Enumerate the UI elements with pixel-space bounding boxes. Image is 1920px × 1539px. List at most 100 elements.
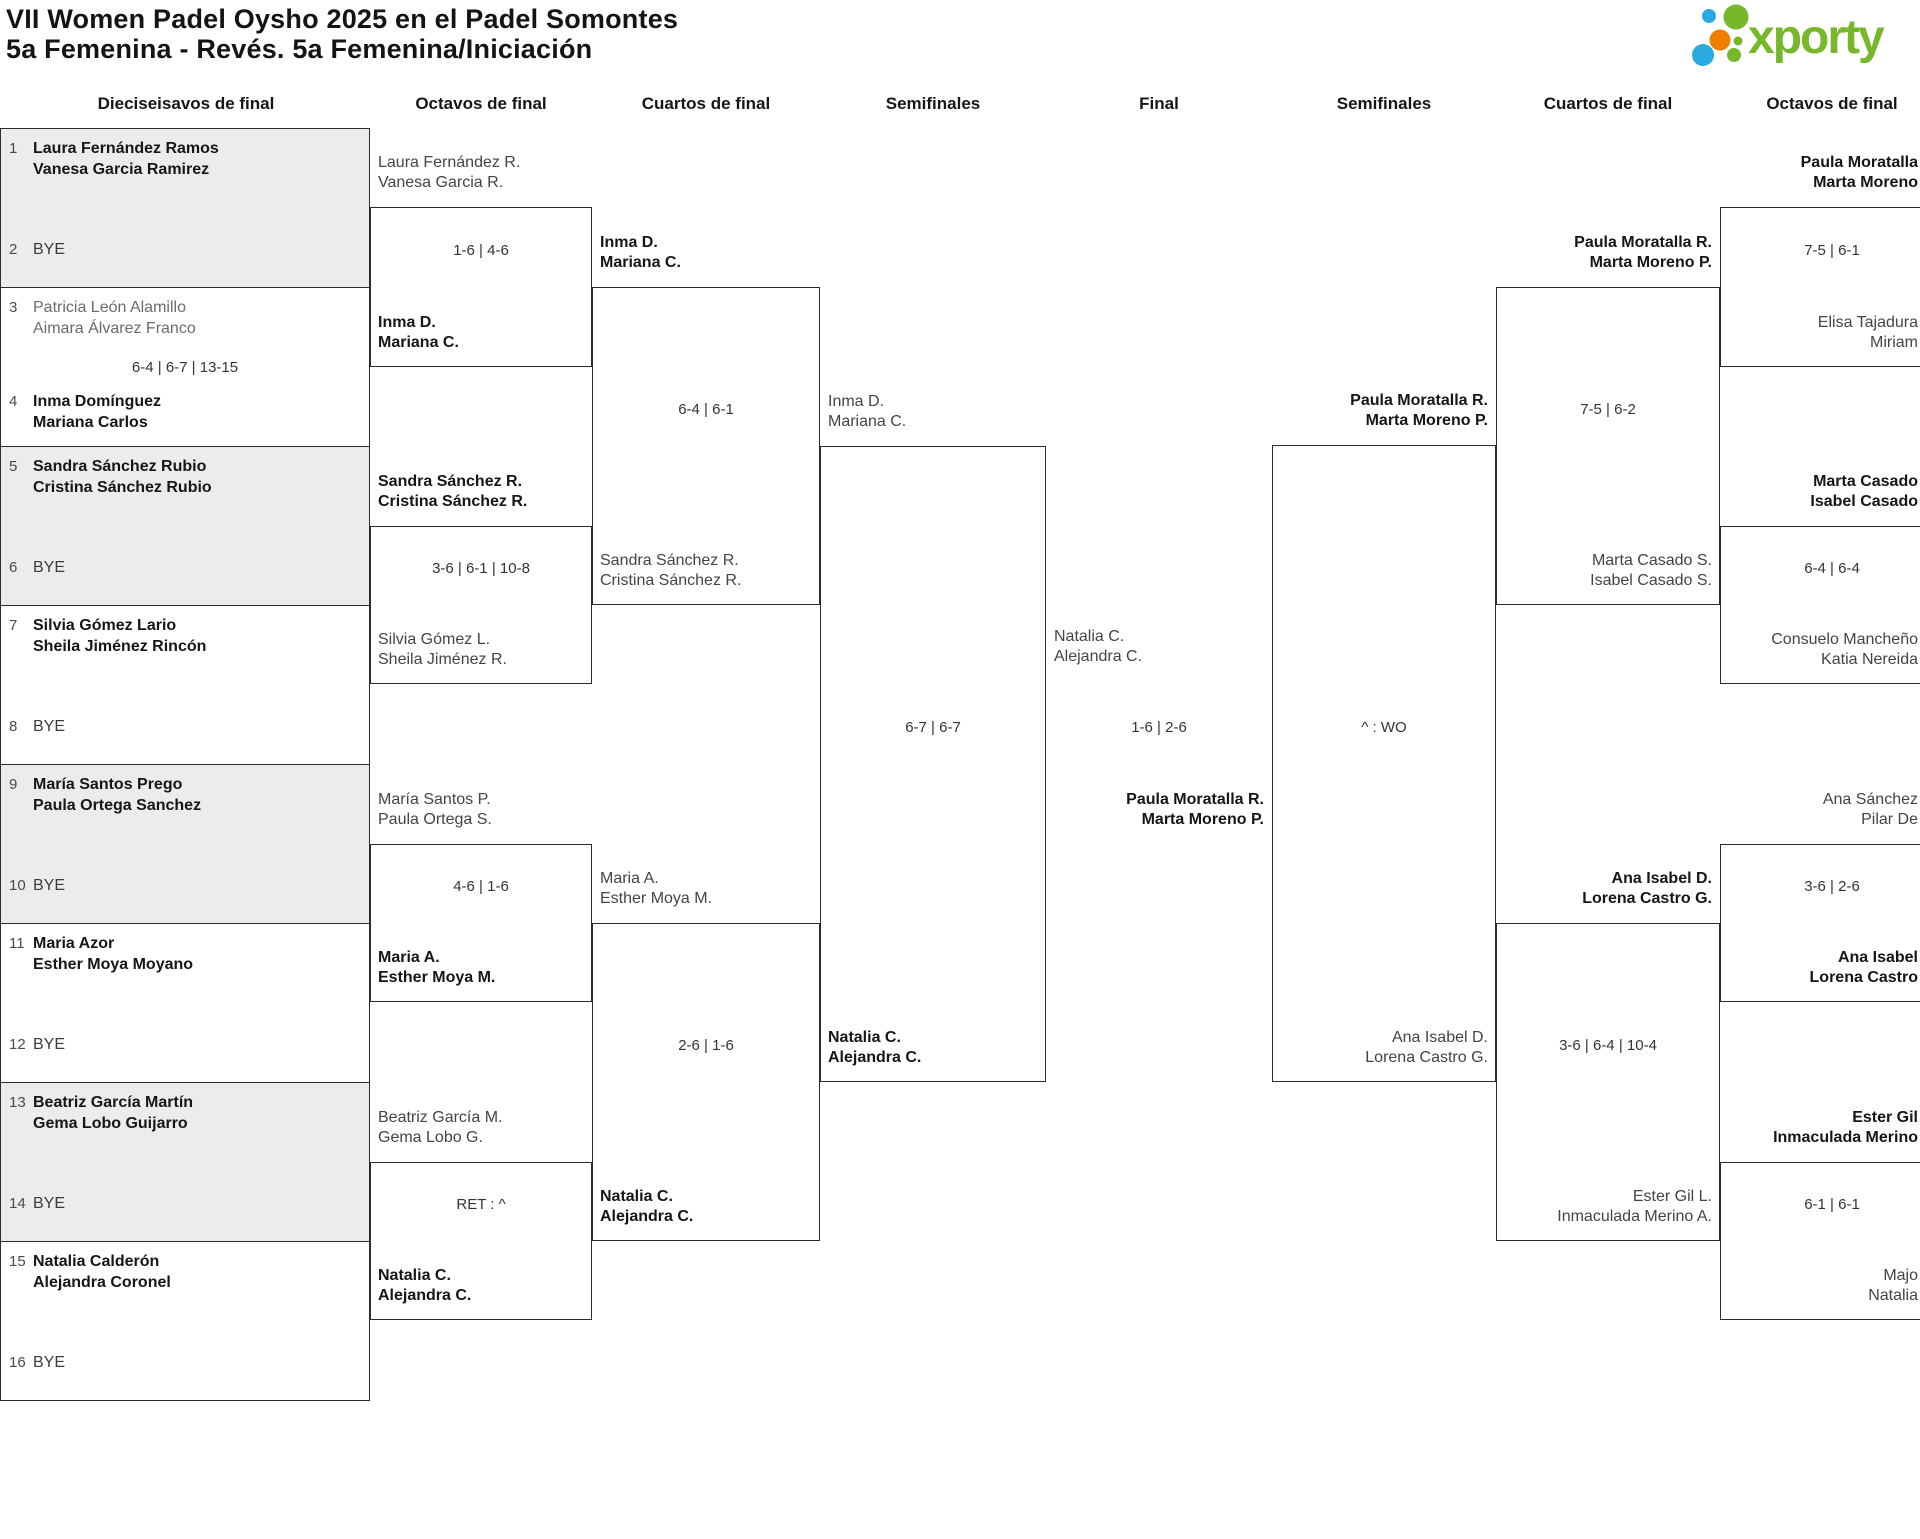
r16-right-box-4 xyxy=(1720,1162,1920,1320)
seed-number: 11 xyxy=(9,935,25,952)
bye-label: BYE xyxy=(33,1354,66,1371)
team-label: Natalia C.Alejandra C. xyxy=(828,1029,922,1066)
team-label: Ester Gil L.Inmaculada Merino A. xyxy=(1557,1188,1712,1225)
match-score: 6-4 | 6-4 xyxy=(1804,560,1860,577)
bye-label: BYE xyxy=(33,559,66,576)
match-score: 3-6 | 6-1 | 10-8 xyxy=(432,560,530,577)
page-title: VII Women Padel Oysho 2025 en el Padel S… xyxy=(6,4,679,34)
walkover-note: ^ : WO xyxy=(1361,719,1407,736)
seed-number: 4 xyxy=(9,393,18,410)
seed-number: 16 xyxy=(9,1354,26,1371)
qf-right-box-2 xyxy=(1496,923,1720,1241)
round-header-sf-left: Semifinales xyxy=(885,94,981,113)
round-header-r16-left: Octavos de final xyxy=(415,94,547,113)
seed-number: 9 xyxy=(9,776,18,793)
r16-left-box-1 xyxy=(370,207,592,367)
seed-number: 6 xyxy=(9,559,18,576)
seed-number: 15 xyxy=(9,1253,26,1270)
match-score: 3-6 | 6-4 | 10-4 xyxy=(1559,1037,1657,1054)
bye-label: BYE xyxy=(33,1195,66,1212)
qf-left-box-1 xyxy=(592,287,820,605)
bye-label: BYE xyxy=(33,877,66,894)
r16-left-box-3 xyxy=(370,844,592,1002)
champion-label: Paula Moratalla R.Marta Moreno P. xyxy=(1126,791,1264,828)
r16-left-box-2 xyxy=(370,526,592,684)
team-label: Laura Fernández R.Vanesa Garcia R. xyxy=(378,154,521,191)
round-header-qf-left: Cuartos de final xyxy=(641,94,771,113)
match-score: 7-5 | 6-2 xyxy=(1580,401,1636,418)
r16-left-box-4 xyxy=(370,1162,592,1320)
seed-number: 8 xyxy=(9,718,18,735)
xporty-logo: xporty xyxy=(1692,4,1887,66)
final-score: 1-6 | 2-6 xyxy=(1131,719,1187,736)
seed-number: 7 xyxy=(9,617,18,634)
team-label: Paula Moratalla R.Marta Moreno P. xyxy=(1574,234,1712,271)
team-label: Sandra Sánchez R.Cristina Sánchez R. xyxy=(378,473,528,510)
team-label: Natalia C.Alejandra C. xyxy=(600,1188,694,1225)
r16-right-box-1 xyxy=(1720,207,1920,367)
team-label: Paula Moratalla R.Marta Moreno P. xyxy=(1350,392,1488,429)
seed-number: 1 xyxy=(9,140,18,157)
team-label: Ana Isabel D.Lorena Castro G. xyxy=(1582,870,1712,907)
team-label: Ana Isabel D.Lorena Castro G. xyxy=(1365,1029,1488,1066)
team-label: Maria A.Esther Moya M. xyxy=(378,949,496,986)
round-header-qf-right: Cuartos de final xyxy=(1543,94,1673,113)
sf-right-box xyxy=(1272,445,1496,1082)
team-label: Beatriz García M.Gema Lobo G. xyxy=(378,1109,503,1146)
round-header-r16-right: Octavos de final xyxy=(1766,94,1898,113)
qf-left-box-2 xyxy=(592,923,820,1241)
bye-label: BYE xyxy=(33,718,66,735)
team-label: Marta Casado S.Isabel Casado S. xyxy=(1590,552,1712,589)
r16-right-box-2 xyxy=(1720,526,1920,684)
seed-number: 12 xyxy=(9,1036,26,1053)
round-header-r32-left: Dieciseisavos de final xyxy=(97,94,275,113)
page-subtitle: 5a Femenina - Revés. 5a Femenina/Iniciac… xyxy=(6,34,593,64)
team-label: Inma D.Mariana C. xyxy=(378,314,459,351)
match-score: 6-1 | 6-1 xyxy=(1804,1196,1860,1213)
team-label: Inma D.Mariana C. xyxy=(828,393,907,430)
match-score: 6-4 | 6-1 xyxy=(678,401,734,418)
match-score: 6-4 | 6-7 | 13-15 xyxy=(131,359,239,376)
seed-number: 14 xyxy=(9,1195,26,1212)
xporty-dots-icon xyxy=(1692,4,1749,66)
team-label: Natalia C.Alejandra C. xyxy=(378,1267,472,1304)
seed-number: 3 xyxy=(9,299,18,316)
team-label: Maria A.Esther Moya M. xyxy=(600,870,713,907)
seed-number: 13 xyxy=(9,1094,26,1111)
team-label: Silvia Gómez L.Sheila Jiménez R. xyxy=(378,631,507,668)
xporty-wordmark: xporty xyxy=(1748,11,1885,64)
qf-right-box-1 xyxy=(1496,287,1720,605)
match-score: 3-6 | 2-6 xyxy=(1804,878,1860,895)
bye-label: BYE xyxy=(33,1036,66,1053)
seed-number: 2 xyxy=(9,241,18,258)
round-header-final: Final xyxy=(1139,94,1179,113)
sf-left-box xyxy=(820,446,1046,1082)
seed-number: 5 xyxy=(9,458,18,475)
bye-label: BYE xyxy=(33,241,66,258)
finalist-label: Natalia C.Alejandra C. xyxy=(1054,628,1143,665)
team-label: María Santos P.Paula Ortega S. xyxy=(378,791,492,828)
match-score: 1-6 | 4-6 xyxy=(453,242,509,259)
team-label: Sandra Sánchez R.Cristina Sánchez R. xyxy=(600,552,742,589)
